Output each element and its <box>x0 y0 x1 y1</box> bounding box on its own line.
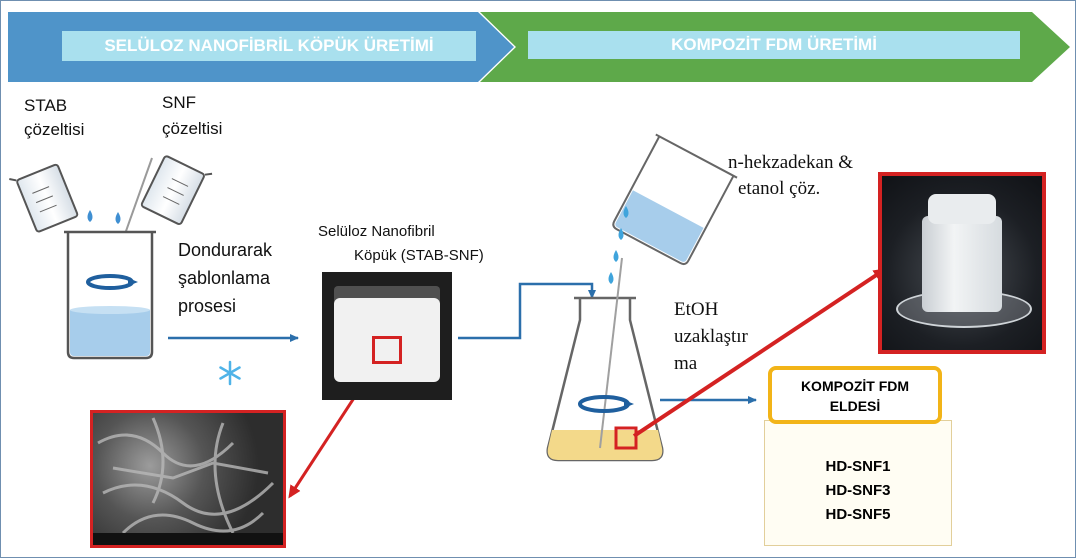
erlenmeyer-flask-icon <box>546 257 664 462</box>
sample-photo <box>878 172 1046 354</box>
stirring-arrow-icon <box>86 274 138 290</box>
result-list-box: HD-SNF1 HD-SNF3 HD-SNF5 <box>764 420 952 546</box>
snowflake-icon <box>219 360 241 386</box>
foam-label-line2: Köpük (STAB-SNF) <box>354 247 484 264</box>
stab-label-line1: STAB <box>24 96 68 115</box>
water-drop-icon <box>608 206 629 284</box>
process-label: Dondurarak şablonlama prosesi <box>178 236 272 320</box>
solvent-beaker-icon <box>612 133 738 266</box>
process-label-line2: şablonlama <box>178 268 271 288</box>
sem-image <box>90 410 286 548</box>
result-title-line2: ELDESİ <box>829 398 881 414</box>
foam-photo <box>322 272 452 400</box>
solvent-label-line1: n-hekzadekan & <box>728 152 854 173</box>
sem-fiber-texture <box>93 417 283 545</box>
process-label-line3: prosesi <box>178 296 237 316</box>
snf-beaker-icon <box>140 155 213 226</box>
snf-label: SNF çözeltisi <box>162 90 222 142</box>
stirring-arrow-icon <box>578 395 634 413</box>
mixing-beaker-icon <box>64 230 156 360</box>
result-item-1: HD-SNF1 <box>825 458 891 475</box>
stab-label: STAB çözeltisi <box>24 94 84 142</box>
stab-label-line2: çözeltisi <box>24 120 85 139</box>
result-item-3: HD-SNF5 <box>825 506 891 523</box>
banner-left-label: SELÜLOZ NANOFİBRİL KÖPÜK ÜRETİMİ <box>104 36 434 55</box>
removal-label-line1: EtOH <box>674 299 719 320</box>
banner-right <box>480 12 1070 82</box>
stab-beaker-icon <box>9 163 79 233</box>
result-item-2: HD-SNF3 <box>825 482 891 499</box>
foam-label-line1: Selüloz Nanofibril <box>318 223 435 240</box>
result-title-line1: KOMPOZİT FDM <box>800 378 910 394</box>
banner-right-label: KOMPOZİT FDM ÜRETİMİ <box>671 35 877 54</box>
removal-label-line3: ma <box>674 353 698 374</box>
solvent-label: n-hekzadekan & etanol çöz. <box>728 150 853 202</box>
solvent-label-line2: etanol çöz. <box>738 178 821 199</box>
ethanol-removal-label: EtOH uzaklaştır ma <box>674 296 748 377</box>
foam-highlight-box <box>372 336 402 364</box>
red-arrow-to-sample <box>632 268 887 438</box>
flask-highlight-box <box>614 426 638 450</box>
snf-label-line1: SNF <box>162 93 196 112</box>
result-title-box: KOMPOZİT FDM ELDESİ <box>768 366 942 424</box>
arrow-to-flask <box>458 282 596 340</box>
snf-label-line2: çözeltisi <box>162 119 223 138</box>
process-label-line1: Dondurarak <box>178 240 273 260</box>
banner-left <box>8 12 514 82</box>
foam-label: Selüloz Nanofibril Köpük (STAB-SNF) <box>318 220 484 268</box>
removal-label-line2: uzaklaştır <box>674 326 748 347</box>
